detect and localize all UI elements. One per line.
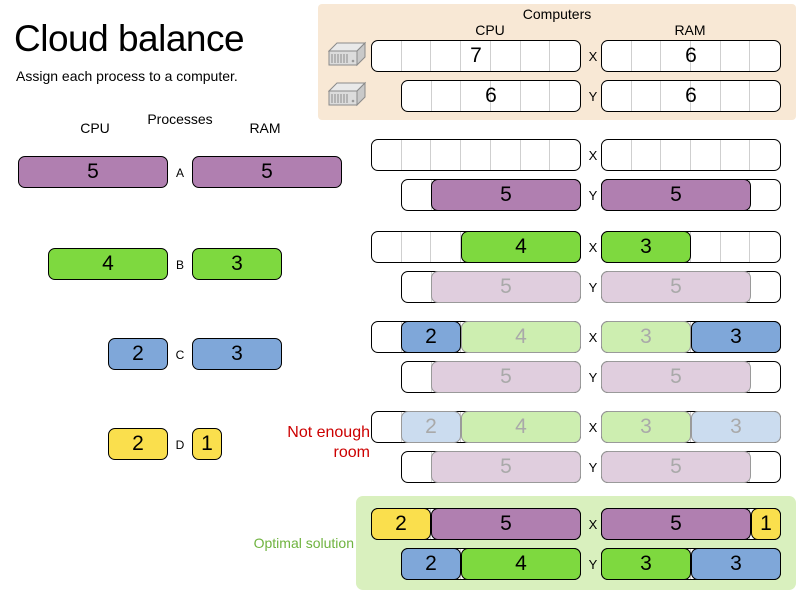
segment-b[interactable]: 3 [601, 411, 691, 443]
segment-b[interactable]: 4 [461, 321, 581, 353]
page-title: Cloud balance [14, 18, 245, 59]
process-b-cpu-bar[interactable]: 4 [48, 248, 168, 280]
optimal-y-computer-label: Y [588, 557, 598, 572]
page-subtitle: Assign each process to a computer. [16, 68, 238, 84]
segment-c[interactable]: 2 [401, 548, 461, 580]
step-2-x-computer-label: X [588, 240, 598, 255]
process-c-label: C [175, 348, 185, 362]
computer-y-cpu-value: 6 [485, 84, 497, 107]
segment-c[interactable]: 3 [691, 548, 781, 580]
computer-x-ram-value: 6 [685, 44, 697, 67]
segment-b[interactable]: 4 [461, 411, 581, 443]
step-1-x-computer-label: X [588, 148, 598, 163]
computers-section-title: Computers [522, 6, 592, 22]
segment-c[interactable]: 2 [401, 411, 461, 443]
segment-c[interactable]: 2 [401, 321, 461, 353]
process-c-cpu-bar[interactable]: 2 [108, 338, 168, 370]
segment-c[interactable]: 3 [691, 411, 781, 443]
segment-d[interactable]: 2 [371, 508, 431, 540]
process-d-label: D [175, 438, 185, 452]
computer-x-label: X [588, 49, 598, 64]
step-1-x-ram-bar[interactable] [601, 139, 781, 171]
segment-a[interactable]: 5 [601, 361, 751, 393]
segment-b[interactable]: 3 [601, 321, 691, 353]
computer-y-ram-value: 6 [685, 84, 697, 107]
optimal-x-computer-label: X [588, 517, 598, 532]
process-a-cpu-bar[interactable]: 5 [18, 156, 168, 188]
segment-b[interactable]: 3 [601, 548, 691, 580]
segment-a[interactable]: 5 [431, 179, 581, 211]
process-d-cpu-bar[interactable]: 2 [108, 428, 168, 460]
step-3-x-computer-label: X [588, 330, 598, 345]
segment-a[interactable]: 5 [601, 179, 751, 211]
step-2-y-computer-label: Y [588, 280, 598, 295]
not-enough-room-warning: Not enough room [240, 423, 370, 463]
computer-x-cpu-bar[interactable]: 7 [371, 40, 581, 72]
processes-section-title: Processes [147, 111, 213, 127]
step-4-y-computer-label: Y [588, 460, 598, 475]
step-3-y-computer-label: Y [588, 370, 598, 385]
computer-x-cpu-value: 7 [470, 44, 482, 67]
server-icon [327, 41, 367, 71]
process-a-label: A [175, 166, 184, 180]
process-b-label: B [175, 258, 184, 272]
processes-ram-header: RAM [249, 120, 281, 136]
computer-y-label: Y [588, 89, 598, 104]
optimal-solution-label: Optimal solution [253, 535, 354, 551]
segment-b[interactable]: 4 [461, 548, 581, 580]
computer-x-ram-bar[interactable]: 6 [601, 40, 781, 72]
process-b-ram-bar[interactable]: 3 [192, 248, 282, 280]
segment-a[interactable]: 5 [601, 271, 751, 303]
segment-c[interactable]: 3 [691, 321, 781, 353]
segment-a[interactable]: 5 [601, 508, 751, 540]
segment-a[interactable]: 5 [601, 451, 751, 483]
computers-cpu-header: CPU [475, 22, 505, 38]
computer-y-ram-bar[interactable]: 6 [601, 80, 781, 112]
process-d-ram-bar[interactable]: 1 [192, 428, 222, 460]
server-icon [327, 81, 367, 111]
segment-b[interactable]: 3 [601, 231, 691, 263]
segment-a[interactable]: 5 [431, 271, 581, 303]
step-4-x-computer-label: X [588, 420, 598, 435]
computer-y-cpu-bar[interactable]: 6 [401, 80, 581, 112]
step-1-y-computer-label: Y [588, 188, 598, 203]
computers-ram-header: RAM [674, 22, 706, 38]
segment-a[interactable]: 5 [431, 451, 581, 483]
segment-b[interactable]: 4 [461, 231, 581, 263]
processes-cpu-header: CPU [80, 120, 110, 136]
not-enough-room-line1: Not enough [287, 424, 370, 441]
step-1-x-cpu-bar[interactable] [371, 139, 581, 171]
process-a-ram-bar[interactable]: 5 [192, 156, 342, 188]
segment-d[interactable]: 1 [751, 508, 781, 540]
segment-a[interactable]: 5 [431, 508, 581, 540]
not-enough-room-line2: room [333, 444, 370, 461]
process-c-ram-bar[interactable]: 3 [192, 338, 282, 370]
segment-a[interactable]: 5 [431, 361, 581, 393]
